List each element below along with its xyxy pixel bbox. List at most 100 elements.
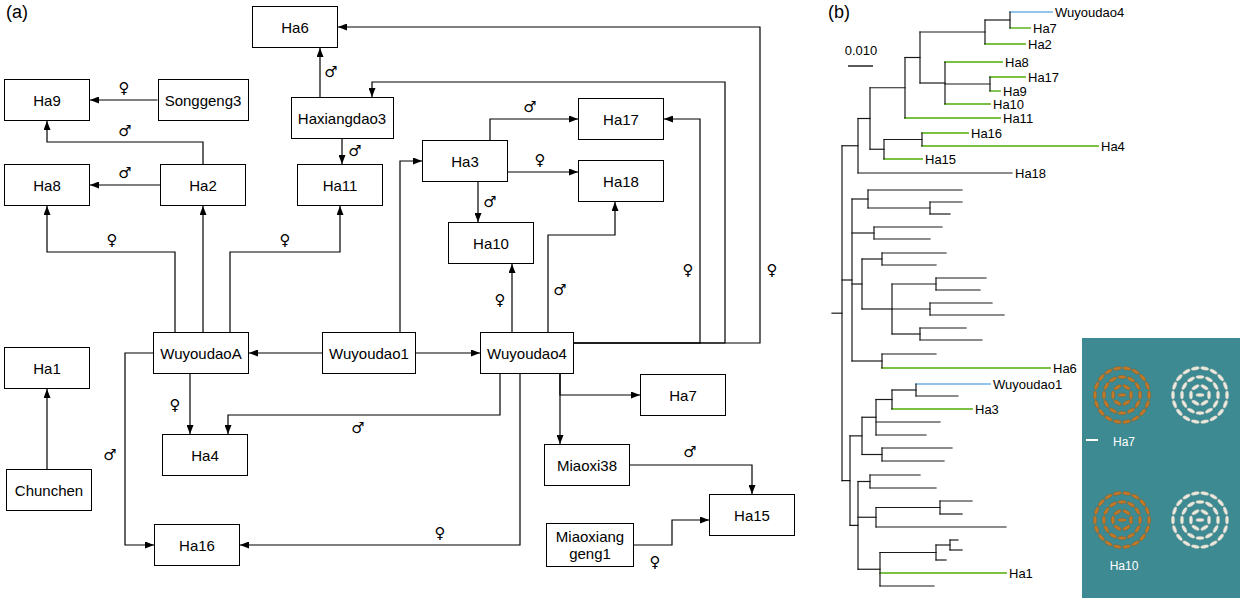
tree-branch [842, 145, 858, 146]
rice-grain [1180, 516, 1183, 524]
seed-photo [1082, 338, 1240, 598]
tree-branch [949, 540, 950, 550]
tree-branch [940, 513, 962, 514]
rice-grain [1200, 419, 1209, 424]
box-label: Ha7 [669, 387, 697, 404]
rice-grain [1200, 509, 1209, 516]
rice-grain [1212, 507, 1219, 516]
rice-grain [1196, 518, 1204, 521]
tree-branch [870, 474, 920, 475]
rice-grain [1200, 524, 1209, 531]
tree-branch [929, 202, 930, 214]
rice-grain [1094, 525, 1100, 534]
rice-grain [1175, 373, 1183, 382]
panel-letter: (a) [6, 3, 28, 21]
tree-branch [882, 264, 936, 265]
tree-branch [858, 172, 1012, 173]
box-label: Haxiangdao3 [298, 110, 386, 127]
tree-branch [882, 367, 1050, 369]
rice-grain [1127, 407, 1136, 414]
box-label: Ha2 [189, 177, 217, 194]
rice-grain [1118, 500, 1126, 503]
rice-grain [1172, 381, 1178, 390]
rice-grain [1144, 506, 1150, 515]
rice-grain [1131, 368, 1140, 375]
rice-grain [1122, 399, 1131, 406]
tree-branch [939, 501, 940, 514]
box-label: Ha1 [33, 360, 61, 377]
rice-grain [1113, 384, 1122, 391]
tree-branch [870, 87, 905, 88]
tree-branch [862, 454, 882, 455]
rice-grain [1191, 544, 1200, 549]
rice-grain [1113, 509, 1122, 516]
tree-branch [944, 62, 945, 104]
rice-grain [1102, 391, 1105, 399]
rice-grain [1122, 509, 1131, 516]
rice-grain [1113, 544, 1122, 549]
tree-branch [922, 145, 1098, 147]
rice-grain [1131, 540, 1140, 547]
tree-branch [883, 140, 884, 160]
rice-grain [1172, 525, 1178, 534]
rice-grain [1127, 376, 1136, 383]
rice-grain [1122, 366, 1131, 371]
sex-symbol: ♀ [280, 233, 291, 248]
tree-branch [950, 539, 958, 540]
sex-symbol: ♂ [553, 283, 566, 298]
tree-branch [921, 133, 922, 146]
box-label: Miaoxi38 [557, 457, 617, 474]
tree-branch [858, 569, 880, 570]
box-label: WuyoudaoA [160, 345, 241, 362]
tree-branch [985, 43, 1025, 45]
sex-symbol: ♀ [767, 263, 778, 278]
box-label: Ha17 [603, 111, 639, 128]
rice-grain [1118, 375, 1126, 378]
rice-grain [1191, 524, 1200, 531]
rice-grain [1138, 516, 1141, 524]
pedigree-arrow [230, 206, 340, 332]
tree-branch [940, 500, 972, 501]
tree-branch [857, 482, 858, 570]
tree-branch [867, 190, 868, 208]
sex-symbol: ♀ [683, 263, 694, 278]
tip-label: Ha18 [1015, 167, 1046, 180]
rice-grain [1180, 391, 1183, 399]
rice-grain [1113, 491, 1122, 496]
pedigree-arrow [416, 352, 480, 353]
pedigree-box: Ha11 [297, 164, 383, 206]
tree-branch [930, 302, 992, 303]
rice-grain [1181, 382, 1188, 391]
rice-grain [1222, 400, 1228, 409]
tree-branch [950, 549, 962, 550]
rice-grain [1222, 381, 1228, 390]
rice-grain [1181, 400, 1188, 409]
box-label: Ha6 [281, 19, 309, 36]
tree-branch [842, 279, 852, 280]
panel-letter: (b) [828, 3, 850, 21]
pedigree-box: WuyoudaoA [153, 332, 249, 374]
tree-branch [882, 252, 946, 253]
tree-branch [989, 77, 990, 91]
tip-label: Ha4 [1101, 140, 1125, 153]
rice-grain [1207, 391, 1210, 399]
rice-grain [1200, 384, 1209, 391]
tree-branch [842, 480, 850, 481]
tree-branch [858, 481, 870, 482]
photo-background [1082, 338, 1240, 598]
sex-symbol: ♀ [495, 293, 506, 308]
rice-grain [1189, 391, 1192, 399]
pedigree-box: Songgeng3 [158, 79, 249, 121]
pedigree-arrow [249, 352, 322, 353]
pedigree-box: Ha17 [578, 98, 664, 140]
tip-label: Ha2 [1028, 38, 1052, 51]
photo-label: Ha7 [1113, 436, 1135, 448]
tip-label: Ha6 [1053, 362, 1077, 375]
tree-branch [892, 283, 936, 284]
tree-branch [869, 88, 870, 150]
box-label: Songgeng3 [165, 92, 242, 109]
pedigree-arrow [240, 374, 520, 545]
rice-grain [1147, 516, 1150, 524]
rice-grain [1205, 532, 1214, 539]
tree-branch [861, 417, 862, 454]
